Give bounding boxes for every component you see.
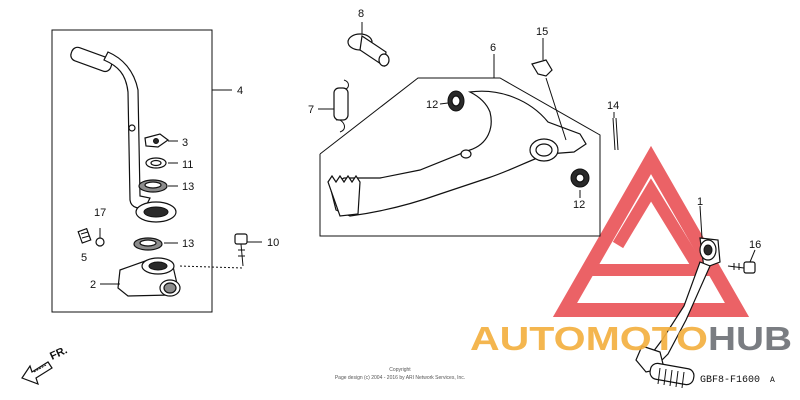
bolt-10-part	[234, 233, 248, 267]
copyright-title: Copyright	[389, 367, 411, 373]
callout-4: 4	[237, 85, 243, 97]
callout-7: 7	[308, 104, 314, 116]
gearshift-pedal-part	[635, 237, 721, 389]
washer-part	[144, 133, 170, 148]
clip-part	[531, 59, 553, 77]
bolt-5-part	[77, 227, 92, 244]
callout-8: 8	[358, 8, 364, 20]
callout-1: 1	[697, 196, 703, 208]
oil-seal-part	[138, 179, 168, 193]
callout-13-upper: 13	[182, 181, 194, 193]
callout-2: 2	[90, 279, 96, 291]
callout-6: 6	[490, 42, 496, 54]
watermark-triangle-icon	[552, 145, 750, 317]
watermark-text: AUTOMOTO HUB	[470, 320, 792, 357]
brake-pedal-group	[318, 22, 619, 237]
pivot-bolt-part	[347, 33, 390, 68]
oil-seal-lower-part	[133, 237, 163, 251]
return-spring-part	[333, 79, 349, 133]
bolt-16-part	[727, 261, 756, 274]
diagram-code-suffix: A	[770, 376, 775, 385]
kick-arm-part	[70, 46, 177, 223]
callout-12-upper: 12	[426, 99, 438, 111]
callout-5: 5	[81, 252, 87, 264]
callout-15: 15	[536, 26, 548, 38]
pin-17-part	[95, 237, 105, 247]
diagram-code: GBF8-F1600 A	[700, 375, 775, 386]
watermark-text-hub: HUB	[708, 320, 792, 357]
watermark-text-automoto: AUTOMOTO	[470, 320, 708, 357]
svg-text:AUTOMOTO: AUTOMOTO	[470, 320, 708, 357]
bush-upper-part	[447, 90, 465, 112]
callout-16: 16	[749, 239, 761, 251]
kick-starter-group	[51, 29, 262, 313]
ring-part	[145, 157, 167, 169]
copyright-line: Page design (c) 2004 - 2016 by ARI Netwo…	[335, 375, 465, 381]
callout-14: 14	[607, 100, 619, 112]
kick-spindle-part	[117, 257, 181, 297]
callout-10: 10	[267, 237, 279, 249]
bush-lower-part	[570, 168, 590, 188]
brake-pedal-part	[327, 90, 587, 217]
split-pin-part	[612, 117, 619, 151]
callout-12-lower: 12	[573, 199, 585, 211]
callout-3: 3	[182, 137, 188, 149]
front-arrow-icon	[21, 361, 53, 386]
callout-11: 11	[182, 159, 193, 171]
gearshift-pedal-group	[635, 205, 756, 389]
front-arrow-label: FR.	[48, 344, 69, 362]
callout-13-lower: 13	[182, 238, 194, 250]
svg-text:HUB: HUB	[708, 320, 792, 357]
callouts: 8 6 15 7 12 12 14 4 3 11 13 17 5 13 10 2…	[81, 8, 761, 291]
diagram-code-main: GBF8-F1600	[700, 375, 760, 386]
front-direction-arrow: FR.	[21, 344, 69, 386]
callout-17: 17	[94, 207, 106, 219]
watermark-logo	[552, 145, 750, 317]
